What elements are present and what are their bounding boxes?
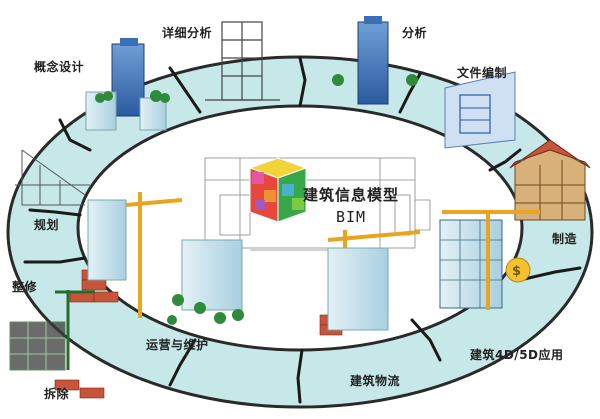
demolition-scaffold-icon [9,290,95,371]
stage-label-analysis: 分析 [402,26,428,40]
concept-building-icon [85,38,167,131]
center-title: 建筑信息模型 [303,186,400,204]
documentation-blueprint-icon [444,71,516,149]
stage-label-renovation: 整修 [12,280,38,294]
bim-cube-icon [248,157,308,223]
stage-label-demolition: 拆除 [44,387,70,401]
stage-label-planning: 规划 [34,218,60,232]
stage-label-documentation: 文件编制 [457,66,508,80]
detailed-analysis-building-icon [205,21,280,101]
svg-text:$: $ [512,264,521,279]
center-subtitle: BIM [336,208,367,226]
analysis-building-icon [357,16,389,105]
construction-4d5d-icon: $ [439,210,540,310]
stage-label-detailed-analysis: 详细分析 [162,26,213,40]
lifecycle-ring [6,55,594,409]
manufacturing-house-icon [509,139,591,221]
tree-icons [95,74,418,325]
stage-label-construction-4d5d: 建筑4D/5D应用 [470,348,564,362]
stage-label-concept-design: 概念设计 [34,60,85,74]
planning-sketch-icon [15,149,90,206]
stage-label-construction-logistics: 建筑物流 [350,374,401,388]
stage-label-manufacturing: 制造 [552,232,578,246]
ring-buildings-icon [87,199,389,331]
stage-label-operation-maintenance: 运营与维护 [146,338,209,352]
